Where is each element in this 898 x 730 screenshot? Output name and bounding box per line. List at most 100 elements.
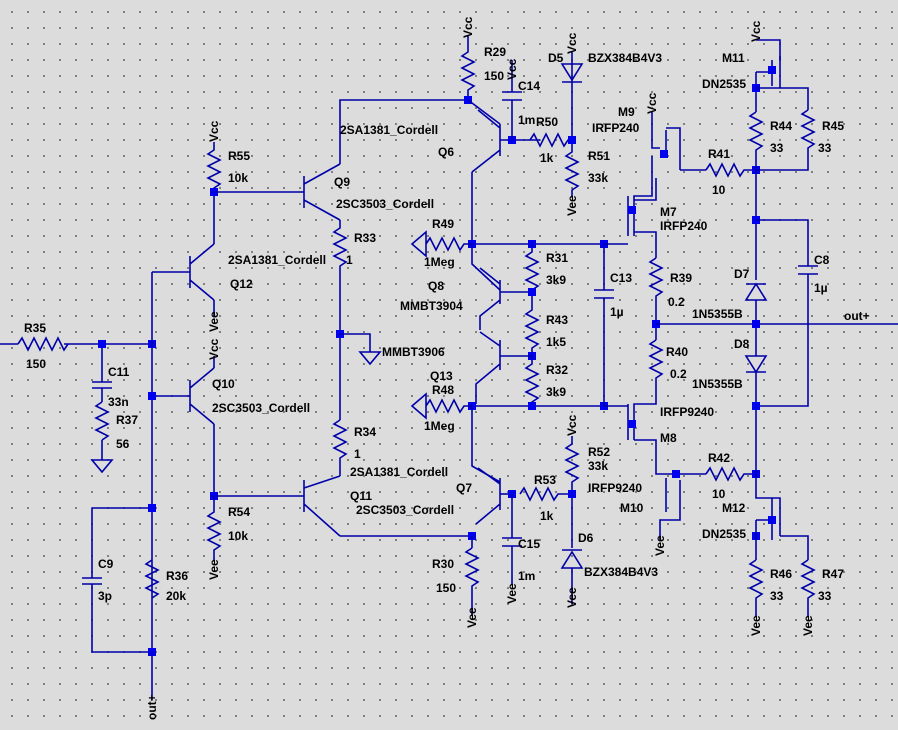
r53-ref: R53 (534, 473, 556, 487)
vee-label-m10: Vee (653, 535, 667, 556)
m7-type: IRFP240 (660, 219, 708, 233)
c9-capacitor (82, 577, 102, 585)
r49-ref: R49 (432, 217, 454, 231)
q13-ref: Q13 (430, 369, 453, 383)
r43-value: 1k5 (546, 335, 566, 349)
r32-value: 3k9 (546, 385, 566, 399)
r43-ref: R43 (546, 313, 568, 327)
c9-value: 3p (98, 589, 112, 603)
q12-type: 2SA1381_Cordell (228, 253, 326, 267)
c11-value: 33n (108, 395, 129, 409)
r51-value: 33k (588, 171, 608, 185)
r46-resistor (748, 559, 764, 616)
m8-type: IRFP9240 (660, 405, 714, 419)
r46-ref: R46 (770, 567, 792, 581)
r42-value: 10 (712, 487, 726, 501)
r48-ref: R48 (432, 383, 454, 397)
d7-ref: D7 (734, 267, 750, 281)
out-plus-label-bottom: out+ (145, 694, 159, 720)
r35-resistor (17, 336, 69, 352)
r44-resistor (748, 111, 764, 170)
r34-value: 1 (354, 447, 361, 461)
mmbt3904-label: MMBT3904 (400, 299, 463, 313)
vee-label-q12: Vee (207, 311, 221, 332)
vee-label-r51: Vee (565, 195, 579, 216)
m10-ref: M10 (620, 501, 644, 515)
r31-value: 3k9 (546, 273, 566, 287)
r48-resistor (410, 392, 472, 420)
r40-ref: R40 (666, 345, 688, 359)
vcc-label-r52: Vcc (565, 414, 579, 436)
r44-value: 33 (770, 141, 784, 155)
r31-ref: R31 (546, 251, 568, 265)
vcc-label-q10: Vcc (207, 338, 221, 360)
vee-label-r54: Vee (207, 559, 221, 580)
r55-ref: R55 (228, 149, 250, 163)
r52-resistor (564, 436, 580, 490)
q10-ref: Q10 (212, 377, 235, 391)
r49-value: 1Meg (424, 255, 455, 269)
c13-value: 1µ (610, 305, 624, 319)
d6-value: BZX384B4V3 (584, 565, 658, 579)
d8-zener (744, 355, 768, 374)
vcc-label-d5: Vcc (565, 32, 579, 54)
r30-resistor (464, 547, 480, 616)
r49-resistor (410, 230, 472, 258)
ground-symbol (90, 459, 114, 474)
q7-ref: Q7 (456, 481, 472, 495)
q13-transistor (475, 331, 532, 404)
r45-ref: R45 (822, 119, 844, 133)
c14-ref: C14 (518, 79, 540, 93)
r32-resistor (524, 356, 540, 406)
r41-ref: R41 (708, 147, 730, 161)
r34-resistor (332, 419, 348, 476)
q10-type: 2SC3503_Cordell (212, 401, 310, 415)
m9-type: IRFP240 (592, 121, 640, 135)
q6-ref: Q6 (438, 145, 454, 159)
labels: Vcc Vee Vcc Vee Vcc Vcc Vcc Vee Vcc Vee … (24, 16, 870, 720)
mmbt3906-ground (358, 351, 382, 366)
r52-ref: R52 (588, 445, 610, 459)
vcc-label-r29: Vcc (461, 16, 475, 38)
r29-value: 150 (484, 69, 504, 83)
q10-transistor (189, 356, 215, 496)
m7-ref: M7 (660, 205, 677, 219)
m10-type: IRFP9240 (588, 481, 642, 495)
out-plus-label: out+ (844, 309, 870, 323)
q9-type: 2SA1381_Cordell (340, 123, 438, 137)
r32-ref: R32 (546, 363, 568, 377)
r45-resistor (756, 109, 816, 171)
m9-ref: M9 (618, 105, 635, 119)
d5-value: BZX384B4V3 (588, 51, 662, 65)
r54-resistor (206, 496, 222, 560)
r36-resistor (144, 559, 160, 599)
r41-resistor (705, 162, 756, 178)
r51-ref: R51 (588, 149, 610, 163)
input-network (0, 336, 156, 474)
c11-ref: C11 (108, 365, 130, 379)
r39-value: 0.2 (668, 295, 685, 309)
d7-value: 1N5355B (692, 307, 743, 321)
r50-ref: R50 (536, 115, 558, 129)
r53-value: 1k (540, 509, 554, 523)
c9-ref: C9 (98, 557, 114, 571)
r41-value: 10 (712, 183, 726, 197)
q11-type: 2SA1381_Cordell (350, 465, 448, 479)
r42-ref: R42 (708, 451, 730, 465)
r43-resistor (524, 296, 540, 356)
q11b-type: 2SC3503_Cordell (356, 503, 454, 517)
m11-type: DN2535 (702, 77, 746, 91)
vee-label-r30: Vee (465, 607, 479, 628)
r50-resistor (529, 132, 572, 148)
r40-value: 0.2 (670, 367, 687, 381)
input-bus (82, 271, 190, 700)
r50-value: 1k (540, 151, 554, 165)
r40-resistor (648, 339, 664, 384)
r47-resistor (800, 559, 816, 616)
d6-zener (560, 549, 584, 569)
r36-value: 20k (166, 589, 186, 603)
q12-ref: Q12 (230, 277, 253, 291)
vcc-label-m9: Vcc (645, 92, 659, 114)
r53-resistor (519, 486, 572, 502)
